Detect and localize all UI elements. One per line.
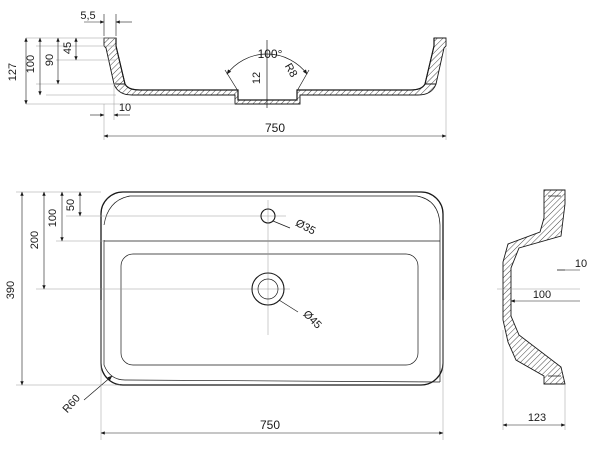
dist-200-label: 200 xyxy=(29,231,41,249)
basin-bottom-hatch xyxy=(113,83,437,105)
drain-outer xyxy=(251,272,285,306)
tap-hole-dia-label: Ø35 xyxy=(293,217,317,237)
basin-wall-right-hatch xyxy=(424,37,447,85)
side-step-label: 10 xyxy=(575,258,587,270)
offset-10-label: 10 xyxy=(119,102,131,114)
dist-100-label: 100 xyxy=(47,209,59,227)
top-width-label: 750 xyxy=(265,121,285,135)
section-view: 100° 12 R8 127 100 90 45 5,5 10 xyxy=(7,10,447,140)
drain-inner xyxy=(257,278,279,300)
corner-radius-label: R60 xyxy=(61,392,83,415)
height-90-label: 90 xyxy=(44,54,56,66)
plan-depth-label: 390 xyxy=(5,281,17,299)
wall-thickness-label: 5,5 xyxy=(80,10,95,22)
drain-depth-label: 12 xyxy=(251,72,263,84)
drain-dia-label: Ø45 xyxy=(301,308,324,331)
height-100-label: 100 xyxy=(25,55,37,73)
tap-hole xyxy=(260,208,276,224)
side-width-label: 123 xyxy=(528,412,546,424)
overall-height-label: 127 xyxy=(7,63,19,81)
plan-width-label: 750 xyxy=(260,418,280,432)
angle-arc xyxy=(226,53,308,75)
side-view: 10 100 123 xyxy=(497,189,587,430)
rim-inner-top xyxy=(103,195,441,382)
basin-wall-left-hatch xyxy=(103,37,126,85)
basin-outline xyxy=(100,191,444,386)
side-depth-label: 100 xyxy=(533,289,551,301)
height-45-label: 45 xyxy=(62,42,74,54)
angle-label: 100° xyxy=(258,47,283,61)
plan-view: Ø35 Ø45 390 200 100 50 R60 750 xyxy=(5,191,444,440)
side-section-hatch xyxy=(502,189,566,385)
dist-50-label: 50 xyxy=(65,199,77,211)
bowl-outline xyxy=(120,253,419,366)
